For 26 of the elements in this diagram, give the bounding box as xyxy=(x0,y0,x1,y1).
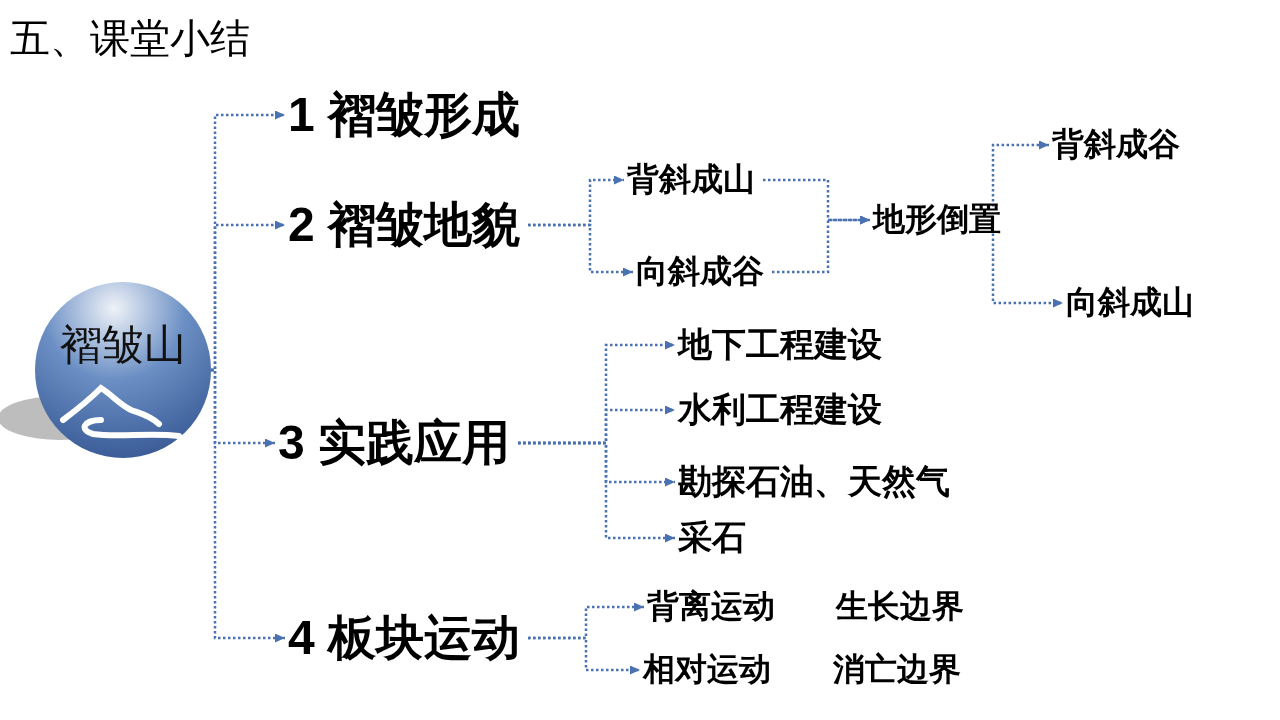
slide-title: 五、课堂小结 xyxy=(10,16,250,60)
subtopic-label: 地下工程建设 xyxy=(678,326,882,364)
boundary-label: 生长边界 xyxy=(836,589,964,625)
topic-label: 1 褶皱形成 xyxy=(288,88,521,142)
arrow xyxy=(211,368,285,643)
subtopic-label: 背离运动 xyxy=(647,589,775,625)
subtopic-label: 勘探石油、天然气 xyxy=(678,463,950,501)
circle-label: 褶皱山 xyxy=(59,322,187,369)
subtopic-label: 背斜成谷 xyxy=(1052,127,1180,163)
subtopic-label: 采石 xyxy=(678,519,746,557)
boundary-label: 消亡边界 xyxy=(833,652,961,688)
subtopic-label: 向斜成山 xyxy=(1066,285,1194,321)
subtopic-label: 背斜成山 xyxy=(627,162,755,198)
subtopic-label: 地形倒置 xyxy=(873,202,1001,238)
topic-label: 2 褶皱地貌 xyxy=(288,198,521,252)
arrow xyxy=(772,215,870,274)
subtopic-label: 水利工程建设 xyxy=(678,391,882,429)
arrow xyxy=(528,223,633,277)
arrow xyxy=(991,232,1063,308)
topic-label: 3 实践应用 xyxy=(278,416,511,470)
arrow xyxy=(518,441,675,543)
subtopic-label: 向斜成谷 xyxy=(636,254,764,290)
arrow xyxy=(528,636,640,675)
subtopic-label: 相对运动 xyxy=(643,652,771,688)
topic-label: 4 板块运动 xyxy=(288,611,521,665)
arrow xyxy=(211,220,285,372)
